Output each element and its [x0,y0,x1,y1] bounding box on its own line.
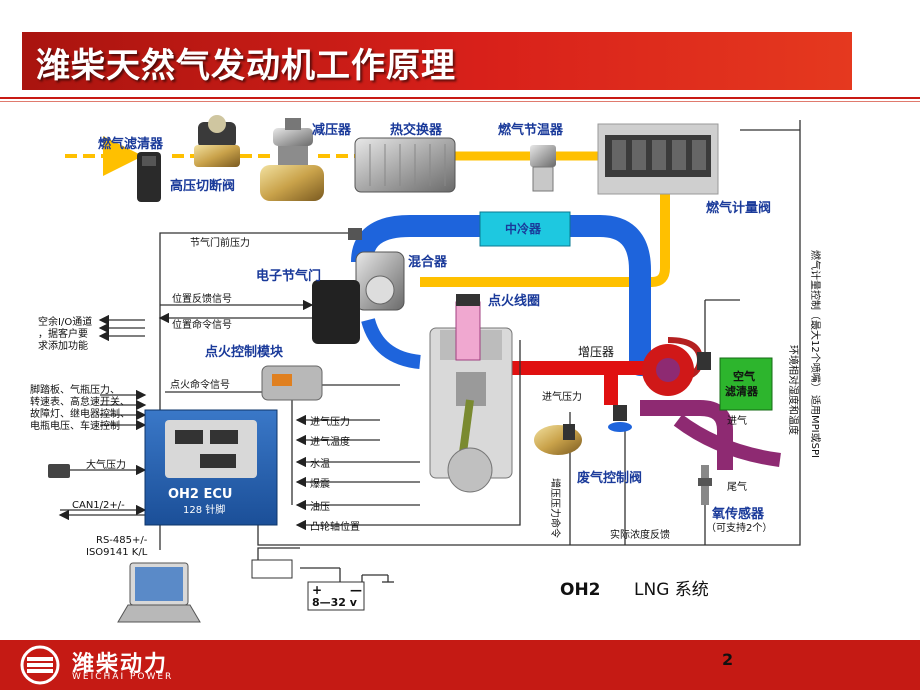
signal-throttle-pre-pressure: 节气门前压力 [190,236,250,249]
label-air-filter-2: 滤清器 [725,384,759,398]
signal-rs485: RS-485+/- [96,535,148,546]
signal-pedal-4: 电瓶电压、车速控制 [30,419,120,432]
page-number: 2 [722,650,734,669]
label-battery-plus: + [312,583,322,597]
signal-position-feedback: 位置反馈信号 [172,292,232,305]
label-ignition-coil: 点火线圈 [488,293,540,309]
signal-ignition-command: 点火命令信号 [170,378,230,391]
label-air-filter-1: 空气 [733,369,755,383]
signal-intake-pressure: 进气压力 [310,415,350,428]
footer-bar: 潍柴动力 WEICHAI POWER [0,640,920,690]
electronic-throttle-icon [312,251,405,344]
system-model: OH2 [560,580,601,600]
signal-actual-lambda: 实际浓度反馈 [610,528,670,541]
signal-oil-pressure: 油压 [310,500,330,513]
system-name: LNG 系统 [634,580,709,600]
slide-title: 潍柴天然气发动机工作原理 [36,46,456,86]
atm-pressure-sensor-icon [48,464,70,478]
battery-icon [307,581,365,611]
gas-line [65,136,670,287]
signal-spare-io-3: 求添加功能 [38,339,88,352]
signal-pedal-1: 脚踏板、气瓶压力、 [30,383,120,396]
title-underline-thin [0,101,920,102]
turbocharger-icon [642,344,694,396]
wastegate-icon [608,405,632,432]
weichai-logo-icon [20,645,60,685]
intake-pipe [351,215,660,376]
label-gas-thermostat: 燃气节温器 [498,122,564,138]
engine-diagram: 燃气滤清器 高压切断阀 减压器 热交换器 燃气节温器 燃气计量阀 中冷器 混合器… [30,115,822,623]
label-mixer: 混合器 [408,254,448,270]
laptop-icon [117,562,201,623]
pressure-sensor-icon [348,228,362,240]
label-battery-voltage: 8—32 v [312,596,358,609]
title-bar: 潍柴天然气发动机工作原理 [22,32,852,90]
signal-intake-temp: 进气温度 [310,435,350,448]
heat-exchanger-icon [354,137,456,193]
signal-water-temp: 水温 [310,458,330,470]
label-ignition-module: 点火控制模块 [205,344,284,360]
gas-filter-icon [137,152,161,202]
label-reducer: 减压器 [312,122,352,138]
engine-block-icon [429,294,513,493]
label-turbocharger: 增压器 [578,345,614,359]
signal-iso9141: ISO9141 K/L [86,547,148,558]
signal-can: CAN1/2+/- [72,500,125,511]
signal-cam-position: 凸轮轴位置 [310,520,360,533]
oxygen-sensor-icon [698,465,712,505]
ground-icon [382,575,394,583]
label-metering-valve: 燃气计量阀 [706,200,771,216]
signal-knock: 爆震 [310,478,330,490]
signal-boost-command: 增压压力命令 [549,478,562,538]
label-ecu-pins: 128 针脚 [183,503,225,516]
signal-intake: 进气 [727,414,747,427]
ecu-box [144,409,278,526]
label-wastegate: 废气控制阀 [577,470,642,486]
signal-metering-control: 燃气计量控制（最大12个喷嘴） [809,250,822,393]
reducer-icon [260,118,324,201]
metering-valve-icon [597,123,719,195]
label-o2-note: （可支持2个） [706,521,772,534]
signal-pedal-3: 故障灯、继电器控制、 [30,407,130,420]
air-filter-box [719,357,773,411]
signal-spare-io-2: ，据客户要 [38,327,88,340]
label-battery-minus: — [350,583,362,597]
signal-ring-control: 环境相对湿度和温度 [787,345,800,435]
humidity-sensor-icon [697,352,711,370]
signal-atm-pressure: 大气压力 [86,458,126,471]
label-electronic-throttle: 电子节气门 [256,268,321,284]
signal-position-command: 位置命令信号 [172,318,232,331]
footer-logo-subtext: WEICHAI POWER [72,672,174,682]
signal-spare-io-1: 空余I/O通道 [38,315,92,328]
gas-thermostat-icon [530,145,556,192]
label-heat-exchanger: 热交换器 [390,122,443,138]
signal-pedal-2: 转速表、高怠速开关、 [30,395,130,408]
signal-intake-pressure-2: 进气压力 [542,390,582,403]
signal-exhaust: 尾气 [727,480,747,493]
label-gas-filter: 燃气滤清器 [98,136,164,152]
label-ecu-name: OH2 ECU [168,487,232,502]
footer-logo-text: 潍柴动力 [72,652,169,677]
title-underline [0,97,920,99]
relay-icon [251,559,293,579]
label-intercooler: 中冷器 [505,221,542,236]
intercooler-box [479,211,571,247]
ignition-module-icon [261,365,323,401]
boost-pressure-sensor-icon [534,424,582,455]
signal-mpi-spi: 适用MPI或SPI [809,395,821,458]
label-o2-sensor: 氧传感器 [711,506,765,522]
label-shutoff-valve: 高压切断阀 [170,178,235,194]
shutoff-valve-icon [194,115,240,167]
